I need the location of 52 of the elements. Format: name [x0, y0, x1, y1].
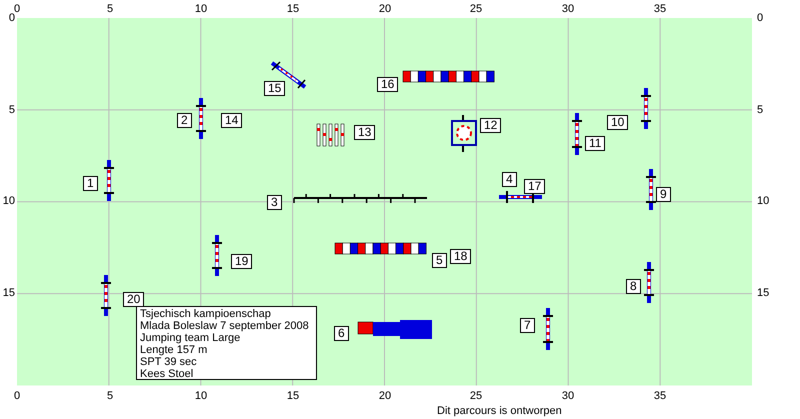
axis-tick-label: 35: [654, 3, 666, 15]
axis-tick-label: 15: [286, 3, 300, 15]
info-line: Jumping team Large: [140, 332, 242, 344]
axis-tick-label: 5: [106, 3, 114, 15]
axis-tick-label: 5: [8, 104, 15, 116]
axis-tick-label: 0: [757, 12, 764, 24]
axis-tick-label: 15: [757, 287, 770, 299]
callout-number: 13: [354, 125, 376, 140]
axis-tick-label: 35: [654, 390, 666, 402]
axis-tick-label: 5: [757, 104, 764, 116]
axis-tick-label: 25: [470, 390, 482, 402]
callout-number: 6: [334, 326, 349, 341]
callout-number: 18: [450, 249, 472, 264]
axis-tick-label: 0: [8, 12, 15, 24]
axis-tick-label: 10: [2, 195, 15, 207]
callout-number: 8: [626, 279, 641, 294]
callout-number: 10: [607, 115, 628, 130]
callout-number: 1: [83, 176, 98, 191]
callout-number: 16: [377, 77, 398, 92]
footer-note: Dit parcours is ontworpen: [437, 405, 562, 417]
axis-tick-label: 25: [470, 3, 482, 15]
axis-tick-label: 30: [562, 3, 574, 15]
callout-number: 15: [264, 81, 286, 96]
callout-number: 11: [585, 136, 606, 151]
info-line: Kees Stoel: [140, 368, 194, 380]
axis-tick-label: 20: [378, 3, 392, 15]
callout-number: 9: [656, 187, 671, 202]
callout-number: 4: [502, 172, 517, 187]
callout-number: 20: [123, 292, 144, 307]
callout-number: 12: [480, 118, 502, 133]
info-line: SPT 39 sec: [140, 356, 198, 368]
callout-number: 19: [231, 254, 252, 269]
callout-number: 3: [267, 195, 282, 210]
axis-tick-label: 5: [106, 390, 114, 402]
callout-number: 17: [524, 179, 546, 194]
axis-tick-label: 10: [194, 3, 208, 15]
callout-number: 7: [520, 318, 535, 333]
callout-number: 5: [432, 253, 447, 268]
axis-tick-label: 20: [378, 390, 392, 402]
axis-tick-label: 10: [757, 195, 770, 207]
axis-tick-label: 0: [14, 390, 20, 402]
axis-tick-label: 0: [14, 3, 20, 15]
info-line: Tsjechisch kampioenschap: [140, 308, 272, 320]
info-line: Mlada Boleslaw 7 september 2008: [140, 320, 310, 332]
axis-tick-label: 15: [2, 287, 15, 299]
info-card: [136, 306, 317, 380]
callout-number: 2: [177, 113, 192, 128]
info-line: Lengte 157 m: [140, 344, 208, 356]
axis-tick-label: 15: [286, 390, 300, 402]
axis-tick-label: 10: [194, 390, 208, 402]
callout-number: 14: [221, 113, 242, 128]
axis-tick-label: 30: [562, 390, 574, 402]
